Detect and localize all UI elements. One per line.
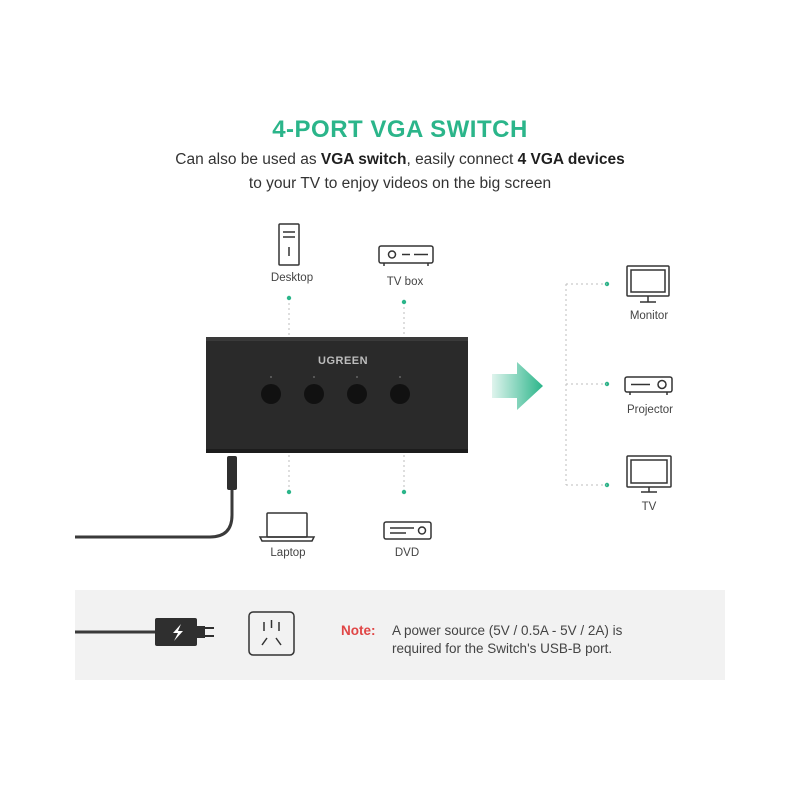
power-plug-icon [75,618,214,646]
projector-icon [624,376,673,395]
power-outlet-icon [248,611,295,656]
note-text-line-1: A power source (5V / 0.5A - 5V / 2A) is [392,623,623,638]
note-text: A power source (5V / 0.5A - 5V / 2A) is … [392,622,692,658]
label-projector: Projector [626,404,674,416]
note-label: Note: [341,623,376,638]
subtitle-line-1: Can also be used as VGA switch, easily c… [0,151,800,169]
page-title: 4-PORT VGA SWITCH [272,116,528,143]
monitor-icon [626,265,670,303]
note-text-line-2: required for the Switch's USB-B port. [392,641,613,656]
tv-box-icon [378,245,434,266]
tv-icon [626,455,672,493]
device-brand-logo: UGREEN [318,355,369,367]
subtitle-line-2: to your TV to enjoy videos on the big sc… [248,175,552,192]
output-arrow [492,362,543,410]
label-tv: TV [641,501,657,513]
usb-cable [75,456,237,539]
desktop-icon [278,223,300,266]
laptop-icon [258,512,316,542]
subtitle-bold-a: VGA switch [320,151,407,168]
subtitle-text-b: , easily connect [406,151,518,168]
label-desktop: Desktop [270,272,314,284]
label-monitor: Monitor [629,310,669,322]
label-laptop: Laptop [270,547,306,559]
vga-switch-device [206,337,468,453]
output-bracket [565,283,607,486]
label-tv-box: TV box [386,276,424,288]
dvd-icon [383,521,432,540]
label-dvd: DVD [394,547,420,559]
subtitle-bold-b: 4 VGA devices [517,151,625,168]
subtitle-text-a: Can also be used as [175,151,321,168]
input-connectors [288,298,405,490]
